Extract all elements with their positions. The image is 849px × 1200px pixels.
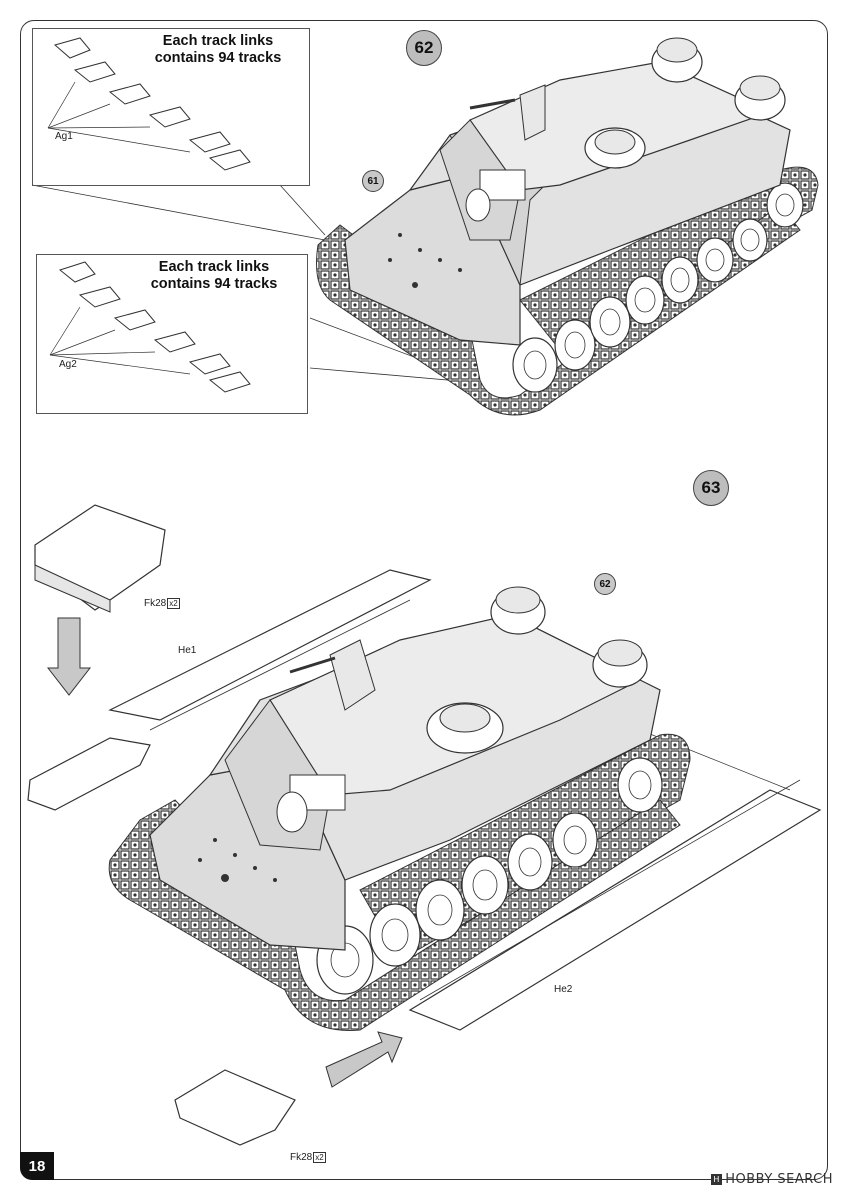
part-code: Fk28 — [290, 1152, 313, 1163]
tank-step-63 — [27, 504, 822, 1146]
part-code: Fk28 — [144, 598, 167, 609]
track-links-sketch-1 — [47, 37, 251, 171]
step-number-62: 62 — [406, 30, 442, 66]
page-number: 18 — [20, 1152, 54, 1180]
tank-step-62 — [31, 37, 819, 416]
page-frame — [20, 20, 828, 1180]
quantity-box: x2 — [313, 1152, 326, 1163]
ref-number-61: 61 — [362, 170, 384, 192]
part-label-ag1: Ag1 — [55, 131, 73, 142]
watermark-text: HOBBY SEARCH — [725, 1172, 833, 1187]
part-label-ag2: Ag2 — [59, 359, 77, 370]
ref-number-62: 62 — [594, 573, 616, 595]
track-links-sketch-2 — [49, 261, 251, 393]
track-links-callout-2: Each track links contains 94 tracks Ag2 — [36, 254, 308, 414]
callout-title: Each track links contains 94 tracks — [150, 259, 278, 292]
part-label-he1: He1 — [178, 645, 197, 656]
step-number-63: 63 — [693, 470, 729, 506]
track-links-callout-1: Each track links contains 94 tracks Ag1 — [32, 28, 310, 186]
part-label-he2: He2 — [554, 984, 573, 995]
callout-title: Each track links contains 94 tracks — [154, 33, 282, 66]
quantity-box: x2 — [167, 598, 180, 609]
watermark-logo-icon: H — [711, 1174, 723, 1185]
